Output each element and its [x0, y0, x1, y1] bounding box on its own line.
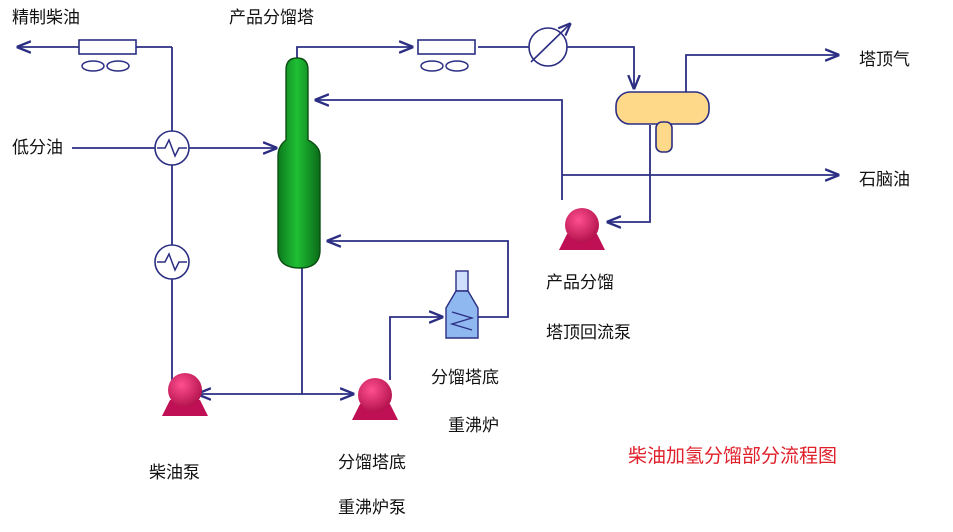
diagram-title: 柴油加氢分馏部分流程图 — [628, 445, 838, 467]
fractionation-column — [277, 57, 321, 269]
label-reflux-pump-1: 产品分馏 — [546, 273, 614, 293]
reflux-return-line — [316, 100, 563, 200]
reboiler-feed-line — [389, 317, 442, 380]
diesel-pump — [162, 373, 208, 416]
diesel-cooler — [78, 39, 137, 72]
overhead-line — [296, 47, 412, 62]
label-reflux-pump-2: 塔顶回流泵 — [546, 323, 631, 343]
label-reboiler-pump-1: 分馏塔底 — [338, 453, 406, 473]
reboiler-return-line — [328, 241, 509, 318]
label-reboiler-2: 重沸炉 — [448, 416, 499, 436]
reflux-pump — [559, 208, 605, 250]
trim-cooler — [528, 24, 570, 67]
heat-exchanger-1 — [154, 130, 190, 166]
label-low-pressure-oil: 低分油 — [12, 138, 63, 158]
reflux-drum — [615, 91, 710, 153]
label-reboiler-1: 分馏塔底 — [431, 368, 499, 388]
process-lines — [18, 47, 838, 394]
reboiler-pump — [352, 378, 398, 420]
overhead-cooler — [417, 39, 476, 72]
reboiler — [445, 270, 479, 339]
label-reboiler-pump-2: 重沸炉泵 — [338, 498, 406, 518]
drum-to-pump-line — [608, 125, 651, 222]
label-refined-diesel: 精制柴油 — [12, 8, 80, 28]
column-bottom-line — [198, 268, 303, 394]
heat-exchanger-2 — [154, 244, 190, 280]
label-diesel-pump: 柴油泵 — [149, 463, 200, 483]
label-overhead-gas: 塔顶气 — [859, 50, 910, 70]
overhead-gas-line — [685, 55, 838, 92]
label-naphtha: 石脑油 — [859, 170, 910, 190]
label-product-column: 产品分馏塔 — [229, 8, 314, 28]
